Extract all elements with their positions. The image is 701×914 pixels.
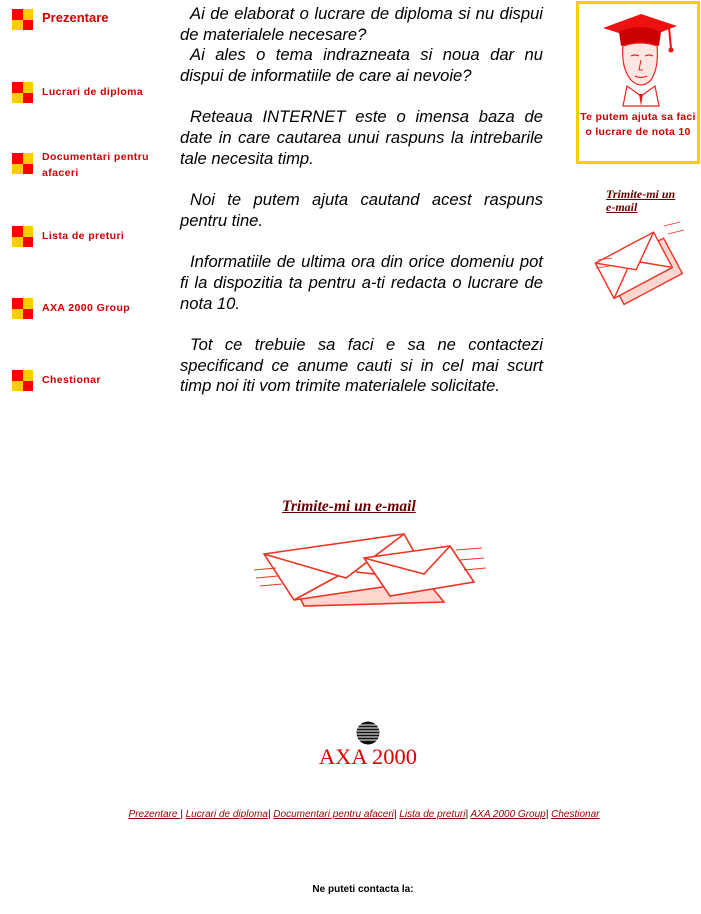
paragraph: Tot ce trebuie sa faci e sa ne contactez…: [180, 335, 543, 396]
separator: |: [393, 809, 397, 820]
paragraph: Ai ales o tema indrazneata si noua dar n…: [180, 45, 543, 85]
separator: |: [545, 809, 549, 820]
paragraph: Noi te putem ajuta cautand acest raspuns…: [180, 190, 543, 230]
email-link-small[interactable]: Trimite-mi un e-mail: [606, 187, 676, 214]
paragraph: Reteaua INTERNET este o imensa baza de d…: [180, 107, 543, 168]
main-content: Ai de elaborat o lucrare de diploma si n…: [180, 4, 543, 418]
checker-bullet-icon: [12, 9, 33, 30]
footer-link-prezentare[interactable]: Prezentare: [128, 809, 181, 820]
footer-link-chestionar[interactable]: Chestionar: [551, 809, 600, 820]
checker-bullet-icon: [12, 82, 33, 103]
footer-navigation: Prezentare | Lucrari de diploma| Documen…: [0, 809, 701, 820]
envelope-icon[interactable]: [254, 520, 486, 608]
nav-item-label[interactable]: Lista de preturi: [42, 230, 125, 242]
checker-bullet-icon: [12, 298, 33, 319]
nav-item-chestionar[interactable]: Chestionar: [12, 370, 101, 391]
nav-item-lista-de-preturi[interactable]: Lista de preturi: [12, 226, 124, 247]
promo-box: Te putem ajuta sa faci o lucrare de nota…: [576, 1, 700, 164]
checker-bullet-icon: [12, 153, 33, 174]
nav-item-lucrari-de-diploma[interactable]: Lucrari de diploma: [12, 82, 143, 103]
footer-link-axa-2000-group[interactable]: AXA 2000 Group: [470, 809, 546, 820]
nav-item-prezentare[interactable]: Prezentare: [12, 9, 108, 30]
nav-item-label[interactable]: Lucrari de diploma: [42, 86, 144, 98]
nav-item-label[interactable]: Chestionar: [42, 374, 101, 386]
nav-item-label[interactable]: AXA 2000 Group: [42, 302, 131, 314]
nav-item-label[interactable]: Prezentare: [42, 10, 109, 25]
footer-link-documentari-pentru-afaceri[interactable]: Documentari pentru afaceri: [273, 809, 394, 820]
footer-link-lucrari-de-diploma[interactable]: Lucrari de diploma: [185, 809, 268, 820]
promo-text: Te putem ajuta sa faci o lucrare de nota…: [580, 111, 696, 138]
globe-icon: [356, 721, 380, 745]
contact-label: Ne puteti contacta la:: [312, 884, 414, 895]
checker-bullet-icon: [12, 226, 33, 247]
separator: |: [465, 809, 469, 820]
checker-bullet-icon: [12, 370, 33, 391]
graduate-icon: [603, 14, 677, 107]
email-link-big[interactable]: Trimite-mi un e-mail: [282, 498, 416, 515]
envelope-icon[interactable]: [594, 212, 686, 312]
separator: |: [267, 809, 271, 820]
footer-link-lista-de-preturi[interactable]: Lista de preturi: [399, 809, 466, 820]
nav-item-label[interactable]: Documentari pentru afaceri: [42, 151, 149, 179]
paragraph: Informatiile de ultima ora din orice dom…: [180, 252, 543, 313]
company-logo-text: AXA 2000: [318, 744, 418, 769]
nav-item-axa-2000-group[interactable]: AXA 2000 Group: [12, 298, 130, 319]
nav-item-documentari-pentru-afaceri[interactable]: Documentari pentru afaceri: [12, 151, 167, 181]
paragraph: Ai de elaborat o lucrare de diploma si n…: [180, 4, 543, 44]
separator: |: [180, 809, 183, 820]
